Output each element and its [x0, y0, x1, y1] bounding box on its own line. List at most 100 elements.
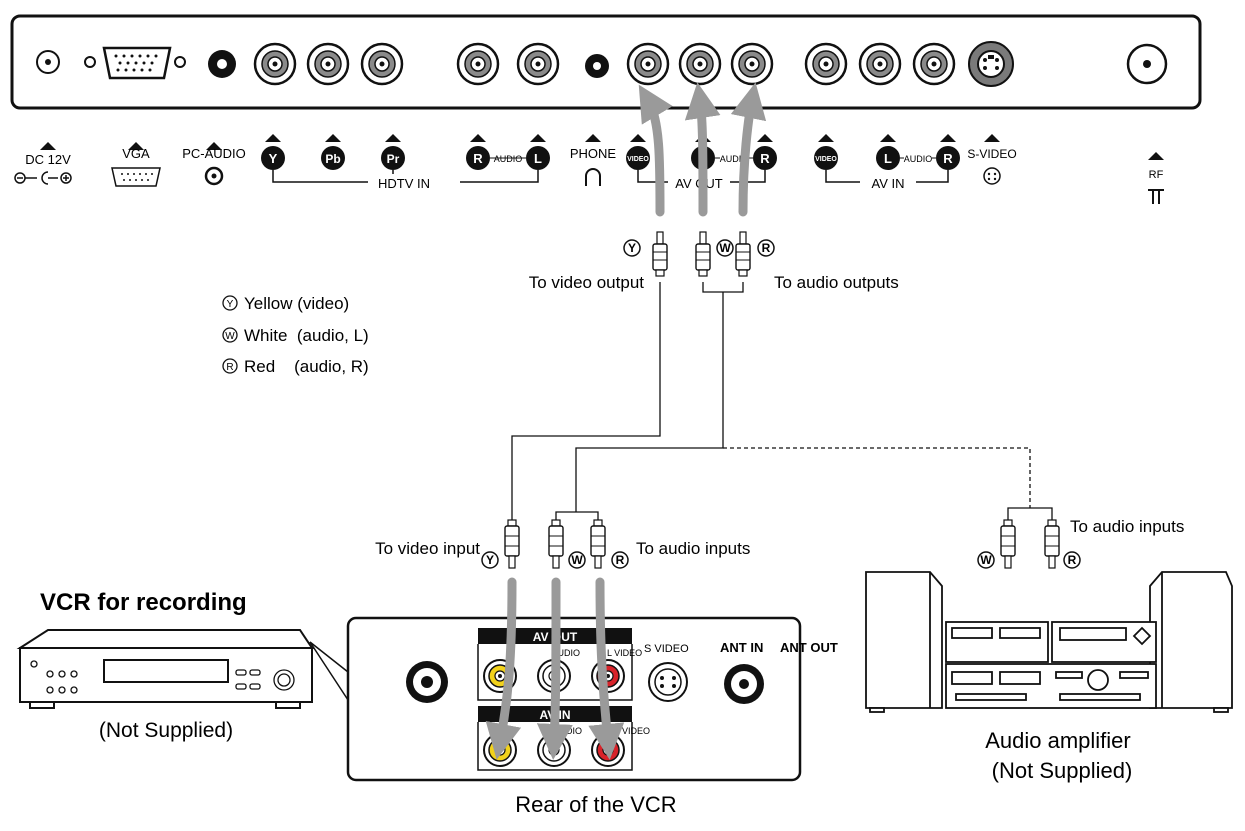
svg-text:Yellow (video): Yellow (video)	[244, 294, 349, 313]
av-in-r-jack[interactable]	[912, 42, 956, 86]
av-out-r-badge: R	[753, 146, 777, 170]
to-audio-inputs-vcr-label: To audio inputs	[636, 539, 750, 558]
vcr-audio-l-plug	[548, 519, 564, 569]
svg-text:W: W	[225, 331, 235, 342]
av-in-l-badge: L	[876, 146, 900, 170]
vcr-rear-caption: Rear of the VCR	[515, 792, 676, 817]
vcr-s-video-port[interactable]	[648, 662, 688, 702]
audio-r-jack[interactable]	[456, 42, 500, 86]
s-video-label: S-VIDEO	[967, 147, 1016, 161]
vga-port[interactable]	[84, 46, 186, 80]
svg-text:Pr: Pr	[387, 152, 400, 166]
vcr-r-badge: R	[611, 551, 629, 569]
amp-r-badge: R	[1063, 551, 1081, 569]
vcr-title: VCR for recording	[40, 589, 247, 616]
svg-text:R: R	[760, 151, 770, 166]
tv-audio-fork	[702, 282, 744, 293]
pc-audio-label: PC-AUDIO	[182, 146, 246, 161]
av-out-video-jack[interactable]	[626, 42, 670, 86]
cable-plugs	[504, 231, 1060, 569]
arrow-audio-r-in	[588, 577, 625, 760]
vcr-audio-fork	[555, 511, 599, 520]
svg-text:R: R	[943, 151, 953, 166]
hdtv-y-jack[interactable]	[253, 42, 297, 86]
svg-text:Pb: Pb	[325, 152, 340, 166]
svg-text:W: W	[719, 241, 731, 255]
av-out-video-badge: VIDEO	[626, 146, 650, 170]
phone-jack[interactable]	[585, 54, 609, 78]
antenna-icon	[1148, 189, 1164, 204]
audio-l-badge: L	[526, 146, 550, 170]
tv-y-badge: Y	[623, 239, 641, 257]
audio-label-1: AUDIO	[494, 154, 523, 164]
hdtv-pb-jack[interactable]	[306, 42, 350, 86]
svg-text:W: W	[980, 553, 992, 567]
svg-text:Y: Y	[486, 553, 494, 567]
svg-text:R: R	[473, 151, 483, 166]
signal-arrows	[485, 82, 767, 760]
cables	[511, 282, 1053, 520]
tv-rca-jacks	[253, 42, 956, 86]
arrow-audio-l-out	[684, 82, 721, 217]
arrow-video-out	[638, 84, 673, 217]
dc-polarity-icon	[14, 171, 72, 185]
svg-text:L: L	[534, 151, 542, 166]
vcr-w-badge: W	[568, 551, 586, 569]
tv-video-plug	[652, 231, 668, 277]
svg-text:Red (audio, R): Red (audio, R)	[244, 357, 369, 376]
to-audio-outputs-label: To audio outputs	[774, 273, 899, 292]
s-video-port[interactable]	[968, 41, 1014, 87]
amp-audio-r-plug	[1044, 519, 1060, 569]
vcr-rf-jack[interactable]	[406, 661, 448, 703]
hdtv-pr-jack[interactable]	[360, 42, 404, 86]
svg-text:Y: Y	[269, 151, 278, 166]
arrow-video-in	[485, 577, 522, 760]
av-in-video-jack[interactable]	[804, 42, 848, 86]
dc-label: DC 12V	[25, 152, 71, 167]
vcr-audio-r-plug	[590, 519, 606, 569]
svg-text:L: L	[884, 151, 892, 166]
pc-audio-jack[interactable]	[208, 50, 236, 78]
callout-line-bottom	[309, 641, 349, 701]
hdtv-in-label: HDTV IN	[378, 176, 430, 191]
vcr-rl-video-label: R L VIDEO	[598, 648, 642, 658]
phone-label: PHONE	[570, 146, 617, 161]
legend-yellow: Y Yellow (video)	[222, 294, 349, 313]
video-cable	[511, 282, 661, 520]
s-video-icon	[983, 167, 1001, 185]
av-in-video-badge: VIDEO	[814, 146, 838, 170]
to-video-input-label: To video input	[375, 539, 480, 558]
av-in-l-jack[interactable]	[858, 42, 902, 86]
svg-text:W: W	[571, 553, 583, 567]
av-out-r-jack[interactable]	[730, 42, 774, 86]
audio-l-jack[interactable]	[516, 42, 560, 86]
rf-port[interactable]	[1126, 43, 1168, 85]
callout-line-top	[309, 641, 349, 673]
tv-w-badge: W	[716, 239, 734, 257]
svg-text:R: R	[1068, 553, 1077, 567]
svg-text:R: R	[226, 362, 233, 373]
tv-r-badge: R	[757, 239, 775, 257]
av-out-l-jack[interactable]	[678, 42, 722, 86]
to-audio-inputs-amp-label: To audio inputs	[1070, 517, 1184, 536]
amp-audio-l-plug	[1000, 519, 1016, 569]
vcr-out-r-jack[interactable]	[591, 659, 625, 693]
svg-text:White (audio, L): White (audio, L)	[244, 326, 369, 345]
svg-text:Y: Y	[227, 299, 234, 310]
arrow-audio-r-out	[730, 82, 767, 217]
dc-jack[interactable]	[36, 50, 60, 74]
hdtv-y-badge: Y	[261, 146, 285, 170]
amplifier-illustration	[865, 571, 1233, 713]
vcr-video-in-label: VIDEO	[622, 726, 650, 736]
amp-audio-fork	[1007, 507, 1053, 520]
vcr-s-video-label: S VIDEO	[644, 643, 689, 655]
hdtv-bracket-right	[460, 170, 539, 183]
svg-text:R: R	[616, 553, 625, 567]
amp-w-badge: W	[977, 551, 995, 569]
legend-white: W White (audio, L)	[222, 326, 369, 345]
vcr-ant-port[interactable]	[724, 664, 764, 704]
vcr-front-illustration	[16, 629, 314, 709]
amp-cable-dashed	[723, 447, 1031, 508]
svg-text:Y: Y	[628, 241, 636, 255]
